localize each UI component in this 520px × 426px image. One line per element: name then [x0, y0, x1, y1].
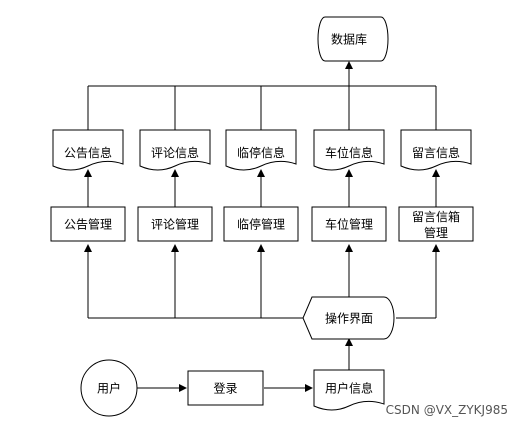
database-shape	[317, 16, 389, 62]
database-node: 数据库	[317, 16, 389, 62]
module-parking-box	[223, 206, 299, 242]
doc-comment: 评论信息	[139, 129, 211, 171]
user-label: 用户	[97, 381, 121, 396]
doc-notice-shape	[52, 129, 124, 171]
doc-notice-label: 公告信息	[64, 145, 112, 160]
doc-parking-label: 临停信息	[237, 145, 285, 160]
doc-notice: 公告信息	[52, 129, 124, 171]
module-parking-label: 临停管理	[237, 217, 285, 232]
doc-message-shape	[400, 129, 472, 171]
module-message-label-line2: 管理	[424, 225, 448, 240]
doc-user-info-label: 用户信息	[325, 381, 373, 396]
module-notice: 公告管理	[50, 206, 126, 242]
doc-space: 车位信息	[313, 129, 385, 171]
module-space: 车位管理	[311, 206, 387, 242]
module-space-label: 车位管理	[325, 217, 373, 232]
interface-label: 操作界面	[325, 311, 373, 326]
doc-parking: 临停信息	[225, 129, 297, 171]
module-message-label-line1: 留言信箱	[412, 209, 460, 224]
login-node: 登录	[187, 370, 264, 406]
module-message-box	[398, 206, 474, 242]
module-notice-label: 公告管理	[64, 217, 112, 232]
module-space-box	[311, 206, 387, 242]
login-box	[187, 370, 264, 406]
user-circle	[80, 359, 138, 417]
doc-comment-shape	[139, 129, 211, 171]
doc-message: 留言信息	[400, 129, 472, 171]
doc-user-info: 用户信息	[313, 369, 385, 411]
doc-parking-shape	[225, 129, 297, 171]
login-label: 登录	[213, 381, 237, 396]
module-comment: 评论管理	[137, 206, 213, 242]
doc-comment-label: 评论信息	[151, 145, 199, 160]
module-notice-box	[50, 206, 126, 242]
doc-user-info-shape	[313, 369, 385, 411]
user-node: 用户	[80, 359, 138, 417]
database-label: 数据库	[331, 32, 367, 47]
module-comment-box	[137, 206, 213, 242]
doc-space-label: 车位信息	[325, 145, 373, 160]
connector-lines	[84, 61, 440, 392]
watermark-text: CSDN @VX_ZYKJ985	[386, 403, 508, 417]
doc-message-label: 留言信息	[412, 145, 460, 160]
module-message: 留言信箱 管理	[398, 206, 474, 242]
module-parking: 临停管理	[223, 206, 299, 242]
doc-space-shape	[313, 129, 385, 171]
interface-shape	[302, 296, 395, 340]
module-comment-label: 评论管理	[151, 217, 199, 232]
interface-node: 操作界面	[302, 296, 395, 340]
